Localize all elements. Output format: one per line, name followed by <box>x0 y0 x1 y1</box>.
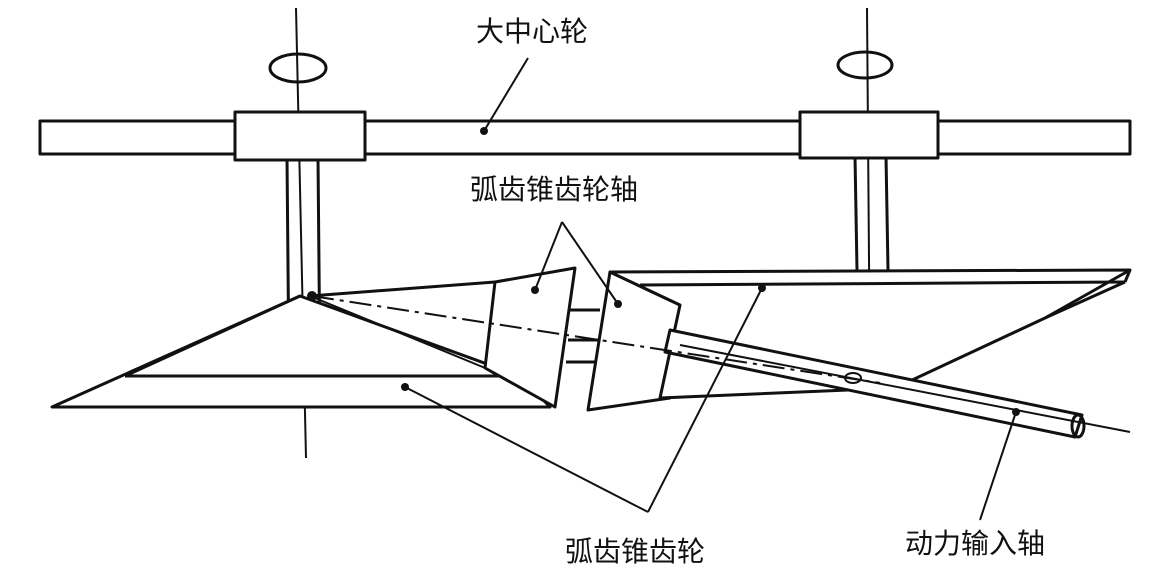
label-large-center-wheel: 大中心轮 <box>476 15 589 48</box>
right-support-shaft <box>853 155 890 271</box>
right-wheel-hub <box>798 110 940 160</box>
large-center-wheel-bar <box>38 119 1132 156</box>
left-wheel-hub <box>233 110 367 162</box>
gear-leader <box>401 284 766 513</box>
left-pinion <box>483 266 577 409</box>
right-rotation-ellipse <box>836 50 894 80</box>
pinion-shaft-stubs <box>566 308 600 364</box>
gear-shaft-leader <box>531 221 622 308</box>
label-power-input-shaft: 动力输入轴 <box>905 527 1046 560</box>
input-shaft-leader <box>979 408 1020 521</box>
left-rotation-ellipse <box>268 52 328 84</box>
left-bevel-gear <box>50 280 552 409</box>
wheel-leader-line <box>483 57 529 132</box>
axis-intersection-mark <box>844 372 862 384</box>
power-input-shaft <box>663 328 1131 439</box>
label-spiral-bevel-gear: 弧齿锥齿轮 <box>565 535 706 568</box>
gear-train-axis <box>311 295 881 384</box>
label-spiral-bevel-gear-shaft: 弧齿锥齿轮轴 <box>470 173 639 206</box>
